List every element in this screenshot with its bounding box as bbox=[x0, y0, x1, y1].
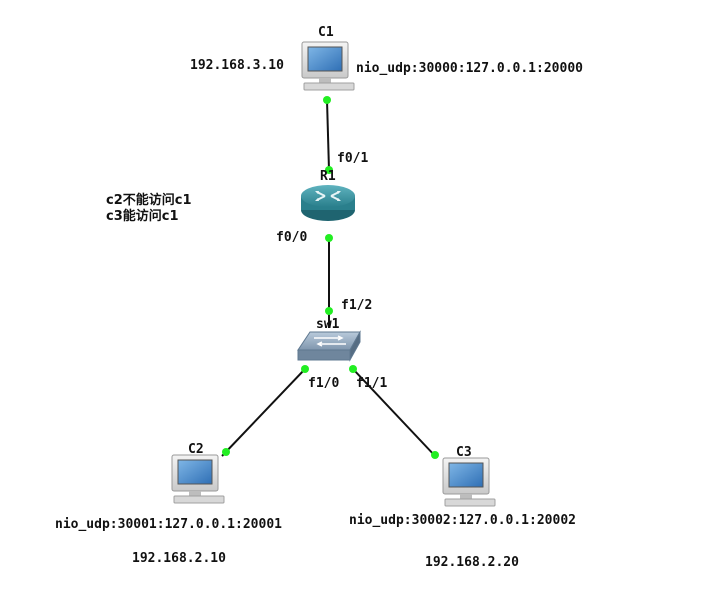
c1-nio-label: nio_udp:30000:127.0.0.1:20000 bbox=[356, 61, 583, 76]
router-r1-icon[interactable] bbox=[301, 185, 355, 221]
port-dot-sw-up bbox=[325, 307, 333, 315]
pc-c1-icon[interactable] bbox=[301, 41, 355, 91]
port-dot-c3 bbox=[431, 451, 439, 459]
sw1-name-label: sw1 bbox=[316, 317, 340, 332]
pc-c2-icon[interactable] bbox=[171, 454, 225, 504]
port-label-sw-f1-0: f1/0 bbox=[308, 376, 340, 391]
c2-nio-label: nio_udp:30001:127.0.0.1:20001 bbox=[55, 517, 282, 532]
c3-name-label: C3 bbox=[456, 445, 472, 460]
note-line-2: c3能访问c1 bbox=[106, 209, 179, 224]
link-sw1-c2[interactable] bbox=[221, 368, 306, 457]
c2-ip-label: 192.168.2.10 bbox=[132, 551, 226, 566]
c3-nio-label: nio_udp:30002:127.0.0.1:20002 bbox=[349, 513, 576, 528]
port-label-r1-f0-0: f0/0 bbox=[276, 230, 308, 245]
port-label-sw-f1-1: f1/1 bbox=[356, 376, 388, 391]
port-label-sw-f1-2: f1/2 bbox=[341, 298, 373, 313]
link-sw1-c3[interactable] bbox=[352, 368, 438, 459]
switch-sw1-icon[interactable] bbox=[297, 330, 361, 362]
c2-name-label: C2 bbox=[188, 442, 204, 457]
pc-c3-icon[interactable] bbox=[442, 457, 496, 507]
link-c1-r1[interactable] bbox=[326, 99, 330, 171]
port-dot-sw-left bbox=[301, 365, 309, 373]
port-dot-c2 bbox=[222, 448, 230, 456]
port-dot-sw-right bbox=[349, 365, 357, 373]
note-line-1: c2不能访问c1 bbox=[106, 193, 192, 208]
c1-name-label: C1 bbox=[318, 25, 334, 40]
c1-ip-label: 192.168.3.10 bbox=[190, 58, 284, 73]
port-dot-r1-down bbox=[325, 234, 333, 242]
port-dot-r1-up bbox=[325, 166, 333, 174]
r1-name-label: R1 bbox=[320, 169, 336, 184]
port-label-r1-f0-1: f0/1 bbox=[337, 151, 369, 166]
port-dot-c1 bbox=[323, 96, 331, 104]
c3-ip-label: 192.168.2.20 bbox=[425, 555, 519, 570]
